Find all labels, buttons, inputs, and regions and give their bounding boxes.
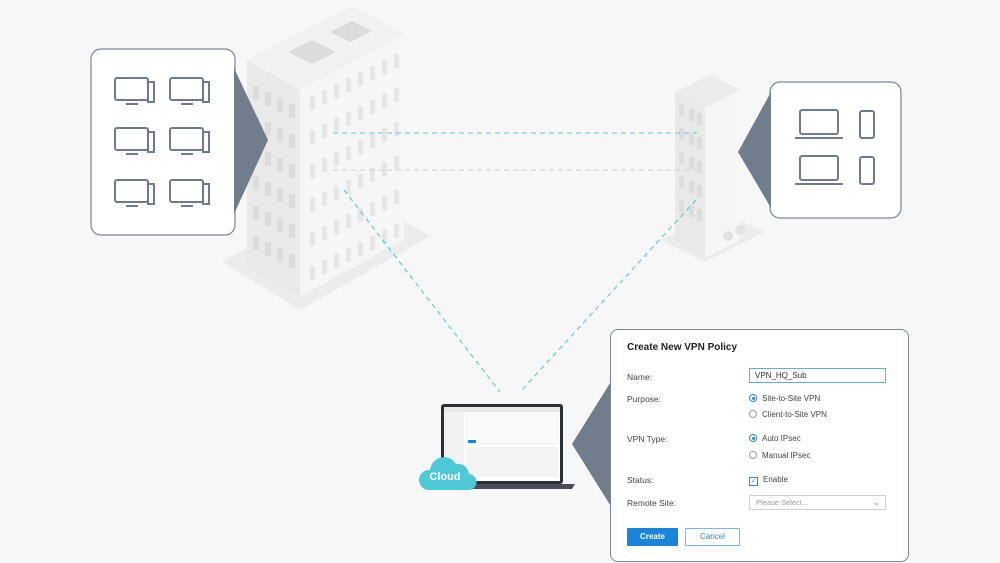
desktop-icon (114, 127, 155, 155)
name-label: Name: (627, 372, 653, 382)
desktop-icon (114, 77, 155, 105)
create-button[interactable]: Create (627, 528, 678, 546)
controller-laptop (430, 404, 575, 489)
cloud-label: Cloud (429, 471, 461, 483)
desktop-icon (114, 179, 155, 207)
purpose-label: Purpose: (627, 394, 662, 404)
radio-selected-icon[interactable] (749, 434, 757, 442)
status-label: Status: (627, 475, 654, 485)
checkmark-icon[interactable]: ✓ (749, 477, 758, 486)
status-enable-checkbox[interactable]: ✓Enable (749, 475, 788, 486)
radio-unselected-icon[interactable] (749, 410, 757, 418)
laptop-icon (795, 155, 843, 185)
desktop-icon (169, 77, 210, 105)
vpn-type-label: VPN Type: (627, 434, 668, 444)
remote-site-select[interactable]: Please Select... ⌄ (749, 495, 886, 510)
branch-devices-panel (738, 81, 902, 219)
vpn-type-option-auto[interactable]: Auto IPsec (749, 434, 801, 443)
chevron-down-icon: ⌄ (873, 498, 880, 507)
desktop-icon (169, 179, 210, 207)
cloud-icon (418, 457, 477, 491)
radio-unselected-icon[interactable] (749, 451, 757, 459)
phone-icon (859, 156, 875, 185)
radio-selected-icon[interactable] (749, 394, 757, 402)
hq-building (222, 6, 430, 310)
form-title: Create New VPN Policy (627, 342, 738, 353)
cancel-button[interactable]: Cancel (685, 528, 740, 546)
phone-icon (859, 110, 875, 139)
form-panel-pointer (572, 380, 612, 508)
purpose-option-client-to-site[interactable]: Client-to-Site VPN (749, 410, 827, 419)
remote-site-label: Remote Site: (627, 498, 677, 508)
name-input[interactable]: VPN_HQ_Sub (749, 368, 886, 383)
vpn-policy-form: Create New VPN Policy Name: VPN_HQ_Sub P… (610, 329, 909, 562)
vpn-link-lines (333, 132, 697, 393)
laptop-icon (795, 109, 843, 139)
vpn-type-option-manual[interactable]: Manual IPsec (749, 451, 810, 460)
hq-devices-panel (90, 48, 268, 236)
branch-building (660, 74, 765, 262)
purpose-option-site-to-site[interactable]: Site-to-Site VPN (749, 394, 820, 403)
desktop-icon (169, 127, 210, 155)
